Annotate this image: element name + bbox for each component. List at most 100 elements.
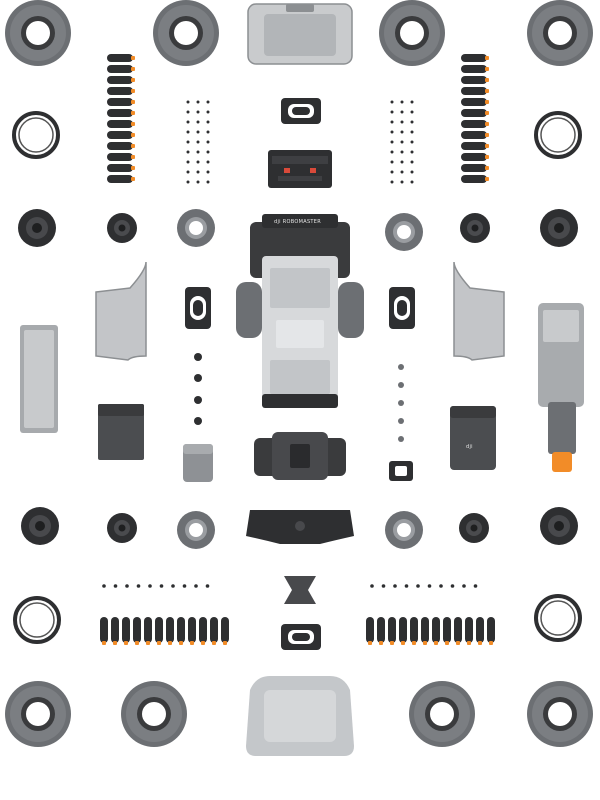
roller <box>421 617 429 645</box>
gimbal-assembly <box>254 432 346 480</box>
screw-dot <box>186 100 190 104</box>
screw-dot <box>450 584 455 588</box>
roller-row-right <box>366 617 495 645</box>
motor-housing-left-1 <box>177 209 215 247</box>
roller <box>177 617 185 645</box>
screw-dot <box>400 180 404 184</box>
roller <box>366 617 374 645</box>
screw-dot <box>390 120 394 124</box>
camera-block-left <box>98 404 144 460</box>
sensor-module-top <box>281 98 321 124</box>
screw-dot <box>196 140 200 144</box>
screw-dot <box>186 160 190 164</box>
roller <box>465 617 473 645</box>
roller <box>107 131 135 139</box>
roller <box>221 617 229 645</box>
screw-dot <box>206 130 210 134</box>
roller <box>107 65 135 73</box>
roller <box>487 617 495 645</box>
screw-dot <box>410 170 414 174</box>
screw-dot <box>194 584 198 588</box>
controller-board <box>268 150 332 188</box>
roller <box>210 617 218 645</box>
roller <box>461 76 489 84</box>
gear-wheel-top-left <box>5 0 71 66</box>
wheel-hub-left-2 <box>107 213 137 243</box>
roller <box>399 617 407 645</box>
screw-dot <box>186 150 190 154</box>
roller <box>461 65 489 73</box>
screw-dot <box>159 584 164 588</box>
roller <box>461 54 489 62</box>
screw-dot <box>390 140 394 144</box>
screw-dot <box>206 150 210 154</box>
screw-dot <box>390 170 394 174</box>
screw-dot <box>196 100 200 104</box>
screw-dot <box>186 130 190 134</box>
screw-dot <box>148 584 152 588</box>
screw-dot <box>125 584 129 588</box>
screw-dot <box>410 110 414 114</box>
screw-dot <box>400 100 404 104</box>
screw-dot <box>196 160 200 164</box>
sensor-module-bottom <box>281 624 321 650</box>
screw-dot <box>410 100 414 104</box>
screw-dot <box>410 150 414 154</box>
screw-dot <box>136 584 141 588</box>
screw-dot <box>390 110 394 114</box>
screw-dot <box>206 170 210 174</box>
wheel-hub-right-1 <box>540 209 578 247</box>
roller <box>454 617 462 645</box>
screw-dot <box>400 130 404 134</box>
screw-dot <box>462 584 466 588</box>
screw-dot <box>196 120 200 124</box>
side-plate-left <box>95 261 147 361</box>
screw-dot <box>206 100 210 104</box>
roller <box>377 617 385 645</box>
connector-small <box>389 461 413 481</box>
roller <box>107 76 135 84</box>
gear-wheel-bottom-3 <box>409 681 475 747</box>
screw-dot <box>196 110 200 114</box>
screw-dot <box>473 584 478 588</box>
screw-dots-left-top <box>186 100 210 184</box>
screw-dot <box>196 170 200 174</box>
bracket-small <box>284 576 316 604</box>
roller <box>461 98 489 106</box>
screw-dot <box>182 584 187 588</box>
screw-dot <box>410 130 414 134</box>
ring-right-top <box>534 111 582 159</box>
screw-dots-bottom-left <box>102 584 210 588</box>
roller <box>461 164 489 172</box>
screw-dot <box>410 140 414 144</box>
ring-left-bottom <box>13 596 61 644</box>
roller <box>443 617 451 645</box>
wheel-hub-right-3 <box>540 507 578 545</box>
screw-dot <box>196 180 200 184</box>
chassis-logo: dji ROBOMASTER <box>274 219 321 225</box>
screws-column-left <box>194 353 202 425</box>
bottom-shell <box>246 676 354 756</box>
roller <box>107 98 135 106</box>
roller <box>188 617 196 645</box>
screw-dot <box>186 110 190 114</box>
adapter-block <box>183 444 213 482</box>
screw-dot <box>393 584 397 588</box>
ring-left-top <box>12 111 60 159</box>
wheel-hub-right-4 <box>459 513 489 543</box>
roller <box>461 175 489 183</box>
screw-dot <box>410 120 414 124</box>
roller <box>461 87 489 95</box>
wheel-hub-right-2 <box>460 213 490 243</box>
roller <box>107 142 135 150</box>
roller <box>133 617 141 645</box>
roller-column-left <box>107 54 135 183</box>
blaster-module <box>538 303 584 472</box>
roller <box>107 87 135 95</box>
roller <box>461 109 489 117</box>
roller <box>199 617 207 645</box>
pill-module-right <box>389 287 415 329</box>
battery-pack <box>450 406 496 470</box>
gear-wheel-top-3 <box>379 0 445 66</box>
roller <box>107 120 135 128</box>
